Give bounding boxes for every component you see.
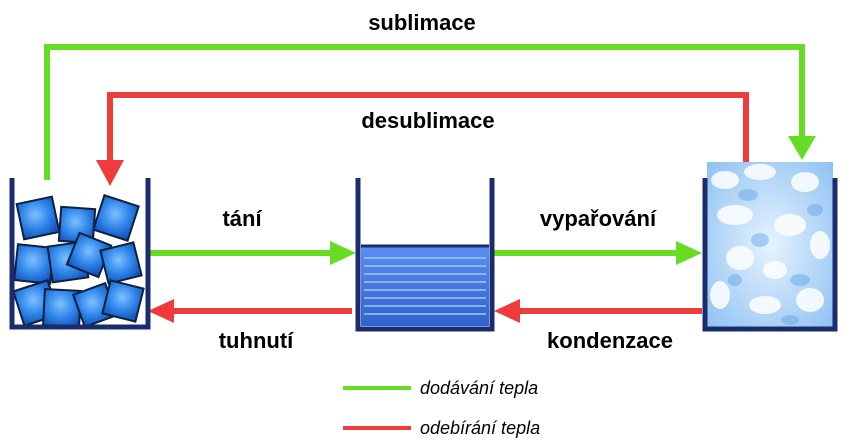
desublimation-arrow	[96, 92, 749, 186]
label-vaporization: vypařování	[540, 206, 657, 231]
liquid-container	[355, 178, 495, 332]
label-freezing: tuhnutí	[219, 328, 294, 353]
label-sublimation: sublimace	[368, 10, 476, 35]
sublimation-arrow	[44, 44, 816, 180]
ice-cube	[101, 279, 145, 323]
vapor-shadows	[728, 189, 823, 325]
gas-container	[702, 162, 838, 332]
ice-cube	[92, 194, 140, 242]
legend-heat-removed: odebírání tepla	[420, 418, 540, 438]
label-melting: tání	[222, 206, 262, 231]
liquid-beaker	[355, 178, 495, 332]
ice-cubes	[12, 194, 145, 329]
vaporization-arrow	[494, 241, 702, 265]
legend-heat-added: dodávání tepla	[420, 378, 538, 398]
vapor-clouds	[710, 164, 830, 314]
ice-cube	[99, 241, 143, 285]
freezing-arrow	[148, 299, 352, 323]
melting-arrow	[150, 241, 356, 265]
gas-beaker	[702, 178, 838, 332]
label-condensation: kondenzace	[547, 328, 673, 353]
legend: dodávání tepla odebírání tepla	[343, 378, 540, 438]
solid-container	[9, 178, 151, 330]
label-desublimation: desublimace	[361, 108, 494, 133]
condensation-arrow	[494, 299, 702, 323]
ice-cube	[15, 195, 61, 241]
water-lines	[364, 257, 486, 315]
water	[361, 246, 489, 326]
solid-beaker	[9, 178, 151, 330]
